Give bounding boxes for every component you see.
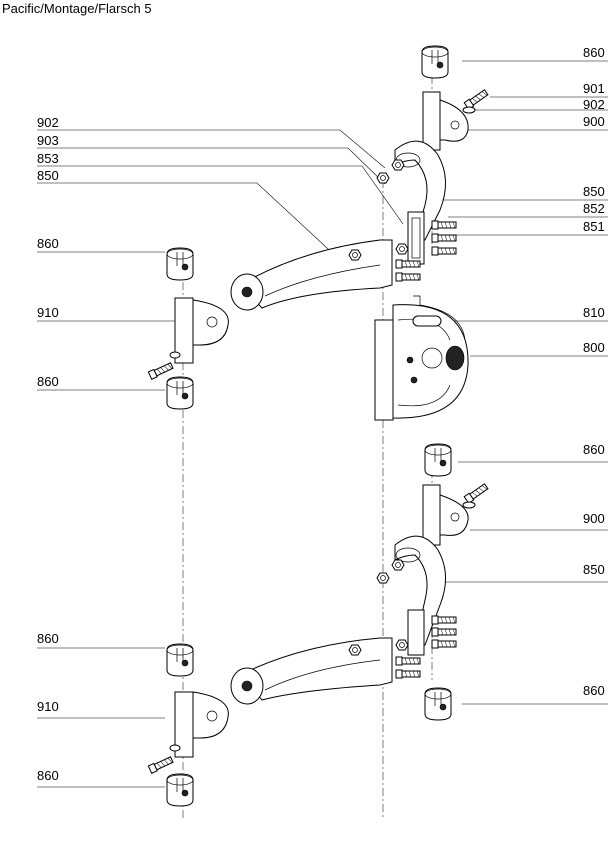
part-900-top-plate [422,91,469,151]
leader-lines [37,60,608,788]
part-850-upper-arm-horizontal [230,239,421,311]
label-852: 852 [583,201,605,216]
label-860: 860 [583,442,605,457]
part-851-screws [431,220,457,256]
part-900-lower-plate [422,482,489,546]
part-860-upper-left-top [166,247,194,281]
label-900: 900 [583,511,605,526]
label-853: 853 [37,151,59,166]
label-902: 902 [37,115,59,130]
label-850: 850 [583,562,605,577]
part-850-lower-arm-horizontal [230,637,421,705]
label-860: 860 [583,683,605,698]
part-901-bolt [462,88,489,114]
label-903: 903 [37,133,59,148]
part-852-plate [407,211,425,265]
label-860: 860 [37,768,59,783]
part-810-ring [413,295,466,341]
label-810: 810 [583,305,605,320]
label-860: 860 [37,236,59,251]
label-901: 901 [583,81,605,96]
part-860-lower-right [424,687,452,721]
label-910: 910 [37,305,59,320]
label-900: 900 [583,114,605,129]
part-860-lower-left-top [166,643,194,677]
label-850: 850 [583,184,605,199]
label-860: 860 [37,374,59,389]
part-860-lower-left-bottom [166,773,194,807]
label-860: 860 [583,45,605,60]
label-910: 910 [37,699,59,714]
label-902: 902 [583,97,605,112]
part-910-upper [147,297,229,380]
part-800-hub [374,304,469,421]
label-851: 851 [583,219,605,234]
label-850: 850 [37,168,59,183]
part-850-lower-arm-vertical [376,535,457,656]
part-860-upper-left-bottom [166,376,194,410]
page-title: Pacific/Montage/Flarsch 5 [2,1,152,16]
part-860-mid-right [424,443,452,477]
label-800: 800 [583,340,605,355]
label-860: 860 [37,631,59,646]
part-860-top-right [421,45,449,79]
callout-labels: 860 901 902 900 902 903 853 850 850 852 … [37,45,605,783]
part-910-lower [147,691,229,774]
